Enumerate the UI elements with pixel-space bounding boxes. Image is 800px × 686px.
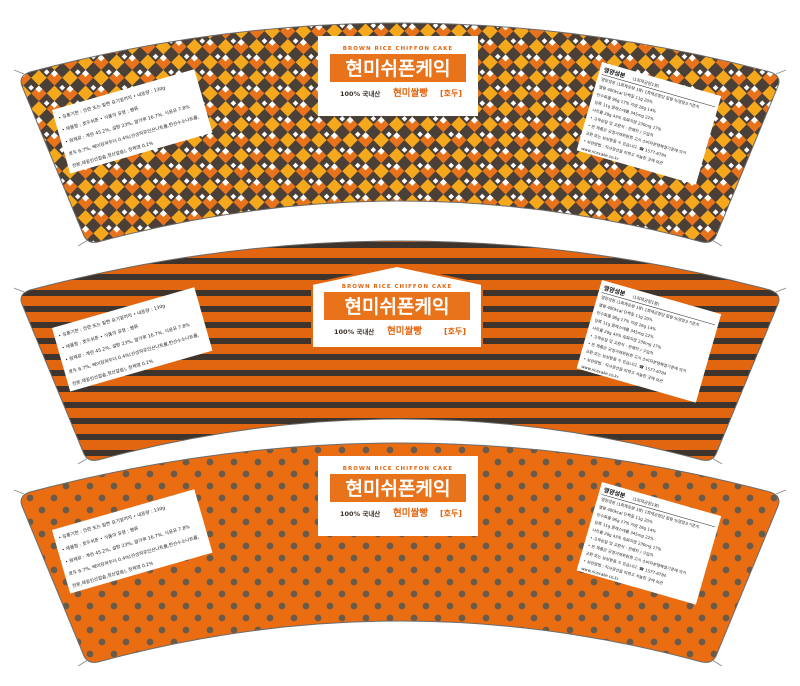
- trim-mark: [775, 287, 787, 293]
- brand-product-name: 현미쌀빵: [387, 325, 422, 337]
- table-rule: [601, 494, 716, 528]
- title-box: [330, 474, 466, 502]
- table-rule: [601, 292, 716, 326]
- brand-label: BROWN RICE CHIFFON CAKE 현미쉬폰케익 100% 국내산 현미쌀…: [318, 36, 478, 116]
- brand-flavor: [호두]: [440, 508, 462, 518]
- table-rule: [601, 74, 716, 108]
- brand-origin: 100% 국내산: [340, 509, 380, 518]
- trim-mark: [13, 489, 25, 495]
- brand-tagline: BROWN RICE CHIFFON CAKE: [342, 284, 452, 290]
- cup-sleeve-argyle-checker: BROWN RICE CHIFFON CAKE 현미쉬폰케익 100% 국내산 현미쌀…: [13, 22, 787, 247]
- trim-mark: [77, 457, 89, 465]
- brand-product-name: 현미쌀빵: [393, 87, 428, 99]
- brand-title: 현미쉬폰케익: [346, 478, 451, 500]
- trim-mark: [775, 489, 787, 495]
- sleeve-body: [20, 240, 780, 461]
- trim-mark: [13, 69, 25, 75]
- panel-background: [51, 489, 213, 594]
- trim-mark: [775, 69, 787, 75]
- panel-background: [51, 69, 213, 174]
- trim-mark: [711, 659, 723, 667]
- brand-origin: 100% 국내산: [334, 327, 374, 336]
- brand-tagline: BROWN RICE CHIFFON CAKE: [343, 466, 453, 472]
- brand-flavor: [호두]: [444, 326, 466, 336]
- trim-mark: [77, 239, 89, 247]
- brand-label: BROWN RICE CHIFFON CAKE 현미쉬폰케익 100% 국내산 현미쌀…: [318, 456, 478, 536]
- panel-background: [51, 287, 213, 392]
- right-info-panel: 영양성분(1회제공량1봉)영양성분 (1회제공량 1봉) 1회제공량당 함량 %…: [576, 280, 722, 403]
- sleeve-body: [20, 442, 780, 663]
- trim-mark: [711, 239, 723, 247]
- brand-product-name: 현미쌀빵: [393, 507, 428, 519]
- title-box: [324, 292, 470, 320]
- cup-sleeve-polka-dots: BROWN RICE CHIFFON CAKE 현미쉬폰케익 100% 국내산 현미쌀…: [13, 442, 787, 667]
- sleeve-body: [20, 22, 780, 243]
- brand-title: 현미쉬폰케익: [346, 58, 451, 80]
- trim-mark: [77, 659, 89, 667]
- trim-mark: [13, 287, 25, 293]
- panel-background: [576, 482, 722, 605]
- panel-background: [576, 62, 722, 185]
- trim-mark: [711, 457, 723, 465]
- brand-flavor: [호두]: [440, 88, 462, 98]
- cup-sleeve-horizontal-stripes: BROWN RICE CHIFFON CAKE 현미쉬폰케익 100% 국내산 현미쌀…: [13, 240, 787, 465]
- right-info-panel: 영양성분(1회제공량1봉)영양성분 (1회제공량 1봉) 1회제공량당 함량 %…: [576, 482, 722, 605]
- brand-label: BROWN RICE CHIFFON CAKE 현미쉬폰케익 100% 국내산 현미쌀…: [311, 264, 483, 349]
- right-info-panel: 영양성분(1회제공량1봉)영양성분 (1회제공량 1봉) 1회제공량당 함량 %…: [576, 62, 722, 185]
- title-box: [330, 54, 466, 82]
- brand-origin: 100% 국내산: [340, 89, 380, 98]
- panel-background: [576, 280, 722, 403]
- left-info-panel: • 유통기한 : 전면 또는 밑면 표기일까지 • 내용량 : 130g• 제품…: [51, 287, 213, 392]
- brand-title: 현미쉬폰케익: [345, 296, 450, 318]
- brand-tagline: BROWN RICE CHIFFON CAKE: [343, 46, 453, 52]
